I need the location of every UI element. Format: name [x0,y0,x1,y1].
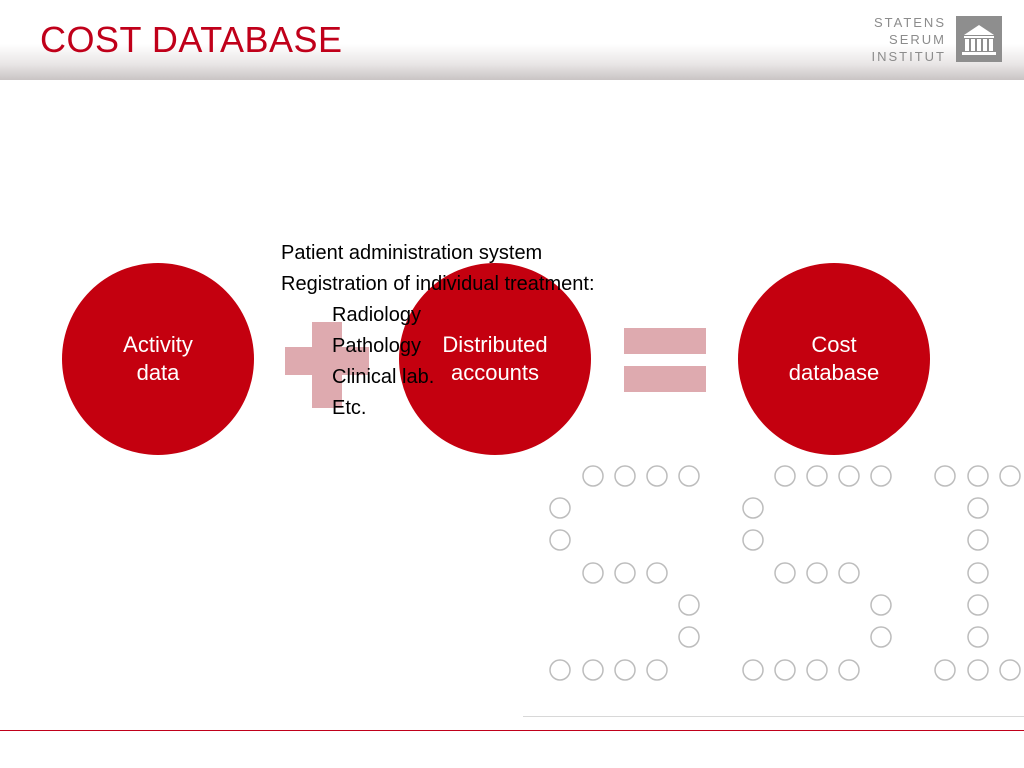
pattern-dot [967,626,989,648]
pattern-dot [678,626,700,648]
logo-text: STATENS SERUM INSTITUT [872,14,947,65]
pattern-dot [742,659,764,681]
header-band [0,0,1024,80]
activity-data-circle: Activity data [62,263,254,455]
notes-sub-item: Etc. [332,397,367,419]
pattern-dot [967,529,989,551]
pattern-dot [838,465,860,487]
pattern-dot [774,465,796,487]
pattern-dot [999,465,1021,487]
pattern-dot [806,465,828,487]
cost-database-circle: Cost database [738,263,930,455]
pattern-dot [582,659,604,681]
pattern-dot [549,659,571,681]
building-emblem-icon [956,16,1002,62]
pattern-dot [967,659,989,681]
logo-line-3: INSTITUT [871,49,946,64]
notes-line: Registration of individual treatment: [281,273,595,295]
footer-gray-rule [523,716,1024,717]
notes-sub-item: Clinical lab. [332,366,435,388]
pattern-dot [967,594,989,616]
logo-line-1: STATENS [873,15,946,30]
pattern-dot [614,465,636,487]
cost-database-label: Cost database [788,332,880,385]
pattern-dot [870,594,892,616]
logo-line-2: SERUM [889,32,946,47]
pattern-dot [967,465,989,487]
pattern-dot [806,659,828,681]
pattern-dot [646,659,668,681]
pattern-dot [870,626,892,648]
pattern-dot [934,465,956,487]
notes-line: Patient administration system [281,242,543,264]
notes-text: Patient administration system Registrati… [281,238,595,424]
pattern-dot [774,562,796,584]
pattern-dot [870,465,892,487]
pattern-dot [549,529,571,551]
distributed-accounts-circle: Distributed accounts [399,263,591,455]
pattern-dot [742,497,764,519]
pattern-dot [646,465,668,487]
pattern-dot [549,497,571,519]
pattern-dot [742,529,764,551]
pattern-dot [582,465,604,487]
pattern-dot [614,562,636,584]
pattern-dot [646,562,668,584]
pattern-dot [582,562,604,584]
pattern-dot [774,659,796,681]
pattern-dot [967,497,989,519]
equals-icon-bar [624,366,706,392]
activity-data-label: Activity data [123,332,193,385]
pattern-dot [806,562,828,584]
pattern-dot [614,659,636,681]
notes-sub-item: Pathology [332,335,421,357]
pattern-dot [678,465,700,487]
pattern-dot [678,594,700,616]
pattern-dot [999,659,1021,681]
distributed-accounts-label: Distributed accounts [442,332,548,385]
equals-icon [624,328,706,354]
pattern-dot [838,562,860,584]
pattern-dot [967,562,989,584]
plus-icon-bar [285,347,369,375]
footer-red-rule [0,730,1024,731]
pattern-dot [838,659,860,681]
slide-title: COST DATABASE [40,19,343,60]
pattern-dot [934,659,956,681]
notes-sub-item: Radiology [332,304,421,326]
